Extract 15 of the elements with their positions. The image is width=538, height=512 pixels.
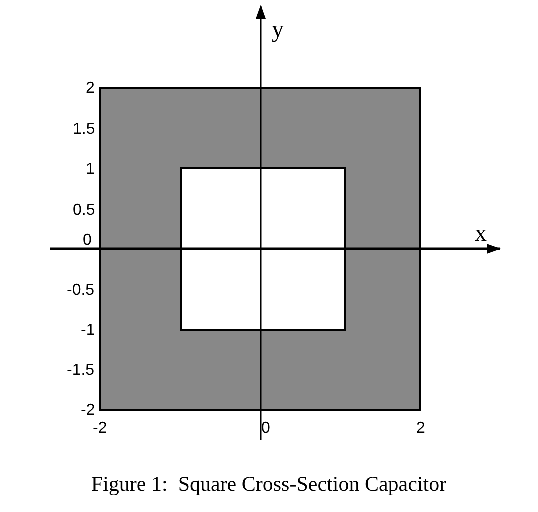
tick-label: -2 — [93, 420, 108, 438]
tick-label: -1.5 — [67, 362, 95, 380]
axis-label: y — [272, 18, 284, 42]
tick-label: 0 — [83, 232, 92, 250]
tick-label: 2 — [86, 80, 95, 98]
tick-label: 0.5 — [73, 202, 96, 220]
axis-label: x — [475, 222, 487, 246]
tick-label: -2 — [81, 402, 96, 420]
tick-label: 1.5 — [73, 121, 96, 139]
tick-label: 2 — [416, 420, 426, 438]
figure-caption: Figure 1: Square Cross-Section Capacitor — [90, 472, 448, 497]
tick-label: -0.5 — [67, 282, 95, 300]
tick-label: 1 — [86, 161, 95, 179]
tick-label: -1 — [81, 322, 96, 340]
tick-label: 0 — [262, 420, 270, 438]
